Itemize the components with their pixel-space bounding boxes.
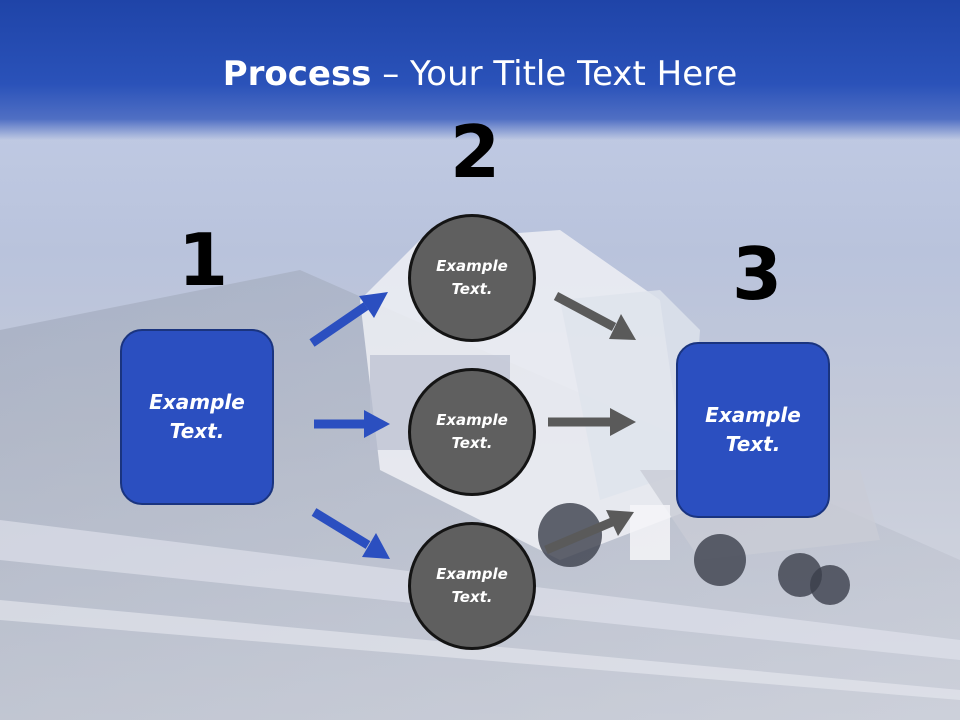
middle-circle-2: Example Text.: [408, 368, 536, 496]
arrow-to-circle-3: [311, 508, 390, 559]
arrow-from-circle-1: [553, 292, 636, 340]
right-box-line1: Example: [705, 403, 801, 427]
circle-2-text: Example Text.: [436, 409, 508, 455]
left-step-box: Example Text.: [120, 329, 274, 505]
circle-3-line2: Text.: [451, 588, 493, 606]
arrow-to-circle-1: [309, 292, 388, 347]
step-number-3: 3: [732, 232, 783, 316]
circle-1-text: Example Text.: [436, 255, 508, 301]
step-number-1: 1: [178, 218, 229, 302]
circle-2-line2: Text.: [451, 434, 493, 452]
circle-3-line1: Example: [436, 565, 508, 583]
right-box-text: Example Text.: [705, 401, 801, 459]
left-box-line2: Text.: [169, 419, 225, 443]
arrow-from-circle-2: [548, 408, 636, 436]
step-number-2: 2: [450, 110, 501, 194]
right-box-line2: Text.: [725, 432, 781, 456]
title-rest: – Your Title Text Here: [371, 54, 738, 94]
circle-1-line2: Text.: [451, 280, 493, 298]
title-band: [0, 0, 960, 140]
middle-circle-1: Example Text.: [408, 214, 536, 342]
middle-circle-3: Example Text.: [408, 522, 536, 650]
left-box-line1: Example: [149, 390, 245, 414]
slide-title: Process – Your Title Text Here: [0, 52, 960, 96]
left-box-text: Example Text.: [149, 388, 245, 446]
circle-2-line1: Example: [436, 411, 508, 429]
circle-3-text: Example Text.: [436, 563, 508, 609]
circle-1-line1: Example: [436, 257, 508, 275]
right-step-box: Example Text.: [676, 342, 830, 518]
arrow-from-circle-3: [544, 510, 634, 555]
title-bold: Process: [222, 54, 372, 94]
arrow-to-circle-2: [314, 410, 390, 438]
